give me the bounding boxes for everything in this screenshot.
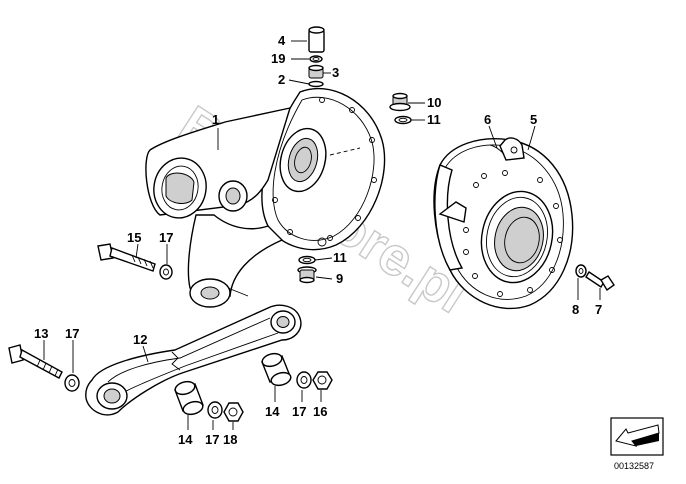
drain-plug — [297, 266, 317, 284]
diagram-id: 00132587 — [614, 461, 654, 471]
washer-right — [575, 264, 587, 278]
filler-plug — [389, 92, 411, 112]
final-drive-housing — [145, 87, 386, 308]
washer-lower-stack — [207, 401, 223, 419]
callout-8: 8 — [572, 302, 579, 317]
callout-17-right: 17 — [292, 404, 306, 419]
diagram-id-box: 00132587 — [610, 417, 664, 471]
callout-11-upper: 11 — [427, 112, 441, 127]
nut-right — [312, 371, 333, 390]
callout-1: 1 — [212, 112, 219, 127]
washer-right-stack — [296, 371, 312, 389]
sealing-ring-lower — [298, 255, 316, 265]
callout-12: 12 — [133, 332, 147, 347]
callout-17-lower: 17 — [205, 432, 219, 447]
washer-lower-bolt — [64, 374, 80, 392]
callout-15: 15 — [127, 230, 141, 245]
callout-2: 2 — [278, 72, 285, 87]
callout-14-right: 14 — [265, 404, 280, 419]
bushing-part — [308, 64, 324, 79]
screw-right — [585, 271, 615, 292]
nut-lower — [223, 402, 244, 422]
callout-7: 7 — [595, 302, 602, 317]
callout-3: 3 — [332, 65, 339, 80]
callout-17-upper: 17 — [159, 230, 173, 245]
callout-4: 4 — [278, 33, 286, 48]
washer-part — [308, 80, 324, 88]
callout-14-lower: 14 — [178, 432, 193, 447]
callout-16: 16 — [313, 404, 327, 419]
sleeve-part — [308, 26, 325, 53]
callout-9: 9 — [336, 271, 343, 286]
callout-13: 13 — [34, 326, 48, 341]
bolt-lower — [8, 344, 63, 379]
arrow-icon — [615, 424, 660, 447]
o-ring-part — [309, 55, 323, 63]
bushing-lower — [174, 380, 204, 416]
drive-flange — [433, 137, 574, 310]
callout-19: 19 — [271, 51, 285, 66]
arrow-shadow-icon — [632, 433, 659, 446]
sealing-ring-upper — [394, 115, 412, 125]
callout-5: 5 — [530, 112, 537, 127]
callout-11-lower: 11 — [333, 250, 347, 265]
bushing-right — [261, 352, 292, 387]
washer-upper-bolt — [159, 264, 173, 280]
bolt-upper — [97, 243, 156, 272]
callout-17-lower-left: 17 — [65, 326, 79, 341]
callout-6: 6 — [484, 112, 491, 127]
callout-10: 10 — [427, 95, 441, 110]
callout-18: 18 — [223, 432, 237, 447]
torque-link — [85, 304, 302, 416]
